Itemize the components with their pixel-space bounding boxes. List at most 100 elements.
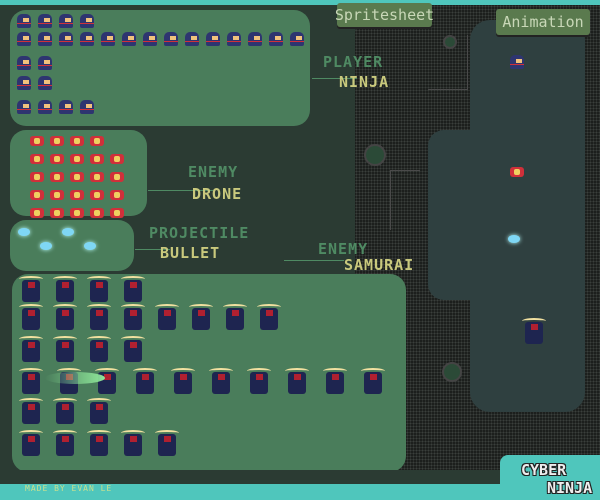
circuit-trace bbox=[428, 35, 468, 90]
drone-name-label: DRONE bbox=[192, 185, 243, 203]
circuit-node bbox=[364, 144, 386, 166]
ninja-sprite-frame bbox=[80, 100, 94, 114]
samurai-sprite-frame bbox=[19, 276, 43, 302]
samurai-sprite-frame bbox=[189, 304, 213, 330]
ninja-sprite-frame bbox=[248, 32, 262, 46]
drone-sprite-frame bbox=[70, 136, 84, 146]
drone-sprite-frame bbox=[30, 172, 44, 182]
bullet-sprite-frame bbox=[40, 242, 52, 250]
tab-spritesheet[interactable]: Spritesheet bbox=[335, 3, 434, 27]
credit-text: MADE BY EVAN LE bbox=[25, 484, 113, 493]
ninja-sprite-frame bbox=[101, 32, 115, 46]
ninja-sprite-frame bbox=[269, 32, 283, 46]
samurai-sprite-frame bbox=[121, 430, 145, 456]
samurai-sprite-frame bbox=[53, 336, 77, 362]
samurai-sprite-frame bbox=[121, 276, 145, 302]
ninja-sprite-frame bbox=[206, 32, 220, 46]
credit-strip bbox=[0, 470, 500, 484]
samurai-sprite-frame bbox=[155, 430, 179, 456]
drone-sprite-frame bbox=[70, 208, 84, 218]
bullet-category-label: PROJECTILE bbox=[149, 224, 250, 242]
bullet-sprite-frame bbox=[18, 228, 30, 236]
samurai-sprite-frame bbox=[87, 430, 111, 456]
samurai-sprite-frame bbox=[87, 304, 111, 330]
label-connector bbox=[284, 260, 344, 261]
drone-sprite-frame bbox=[90, 136, 104, 146]
ninja-sprite-frame bbox=[59, 100, 73, 114]
samurai-sprite-frame bbox=[171, 368, 195, 394]
drone-sprite-frame bbox=[50, 208, 64, 218]
drone-sprite-frame bbox=[70, 172, 84, 182]
samurai-sprite-frame bbox=[247, 368, 271, 394]
samurai-sprite-frame bbox=[323, 368, 347, 394]
ninja-sprite-frame bbox=[290, 32, 304, 46]
ninja-sprite-frame bbox=[164, 32, 178, 46]
drone-sprite-frame bbox=[110, 172, 124, 182]
samurai-sprite-frame bbox=[121, 304, 145, 330]
ninja-sprite-frame bbox=[38, 14, 52, 28]
drone-sprite-frame bbox=[90, 172, 104, 182]
ninja-sprite-frame bbox=[17, 100, 31, 114]
drone-sprite-frame bbox=[30, 136, 44, 146]
ninja-sprite-panel bbox=[10, 10, 310, 126]
drone-sprite-frame bbox=[90, 190, 104, 200]
samurai-sprite-frame bbox=[87, 336, 111, 362]
ninja-sprite-frame bbox=[38, 76, 52, 90]
ninja-sprite-frame bbox=[17, 56, 31, 70]
circuit-node bbox=[442, 362, 462, 382]
samurai-sprite-frame bbox=[19, 398, 43, 424]
player-name-label: NINJA bbox=[339, 73, 390, 91]
samurai-slash-effect bbox=[45, 372, 105, 384]
label-connector bbox=[312, 78, 357, 79]
samurai-sprite-frame bbox=[223, 304, 247, 330]
ninja-sprite-frame bbox=[17, 76, 31, 90]
drone-sprite-frame bbox=[70, 190, 84, 200]
ninja-sprite-frame bbox=[227, 32, 241, 46]
samurai-category-label: ENEMY bbox=[318, 240, 369, 258]
drone-sprite-frame bbox=[30, 208, 44, 218]
ninja-sprite-frame bbox=[122, 32, 136, 46]
ninja-sprite-frame bbox=[185, 32, 199, 46]
samurai-sprite-frame bbox=[87, 398, 111, 424]
drone-sprite-frame bbox=[110, 208, 124, 218]
ninja-sprite-frame bbox=[17, 32, 31, 46]
ninja-sprite-frame bbox=[59, 14, 73, 28]
samurai-sprite-frame bbox=[19, 304, 43, 330]
circuit-node bbox=[443, 35, 457, 49]
samurai-sprite-frame bbox=[53, 398, 77, 424]
drone-sprite-frame bbox=[90, 154, 104, 164]
ninja-sprite-frame bbox=[38, 32, 52, 46]
circuit-trace bbox=[390, 170, 420, 230]
drone-sprite-frame bbox=[30, 154, 44, 164]
ninja-sprite-frame bbox=[143, 32, 157, 46]
player-category-label: PLAYER bbox=[323, 53, 384, 71]
animated-bullet-sprite bbox=[508, 235, 520, 243]
tab-animation[interactable]: Animation bbox=[496, 9, 590, 35]
samurai-name-label: SAMURAI bbox=[344, 256, 415, 274]
animation-panel bbox=[470, 20, 585, 412]
bullet-sprite-panel bbox=[10, 220, 134, 271]
label-connector bbox=[148, 190, 213, 191]
drone-category-label: ENEMY bbox=[188, 163, 239, 181]
samurai-sprite-frame bbox=[19, 336, 43, 362]
samurai-sprite-frame bbox=[209, 368, 233, 394]
samurai-sprite-frame bbox=[53, 430, 77, 456]
ninja-sprite-frame bbox=[59, 32, 73, 46]
samurai-sprite-frame bbox=[257, 304, 281, 330]
samurai-sprite-frame bbox=[53, 276, 77, 302]
drone-sprite-frame bbox=[50, 190, 64, 200]
logo-line2: NINJA bbox=[547, 479, 593, 497]
samurai-sprite-frame bbox=[361, 368, 385, 394]
ninja-sprite-frame bbox=[17, 14, 31, 28]
samurai-sprite-frame bbox=[87, 276, 111, 302]
bullet-sprite-frame bbox=[84, 242, 96, 250]
logo-area bbox=[500, 455, 600, 500]
ninja-sprite-frame bbox=[38, 56, 52, 70]
ninja-sprite-frame bbox=[80, 14, 94, 28]
label-connector bbox=[135, 249, 170, 250]
samurai-sprite-frame bbox=[53, 304, 77, 330]
drone-sprite-frame bbox=[30, 190, 44, 200]
animated-ninja-sprite bbox=[510, 55, 524, 69]
drone-sprite-frame bbox=[90, 208, 104, 218]
top-accent-bar bbox=[0, 0, 600, 5]
